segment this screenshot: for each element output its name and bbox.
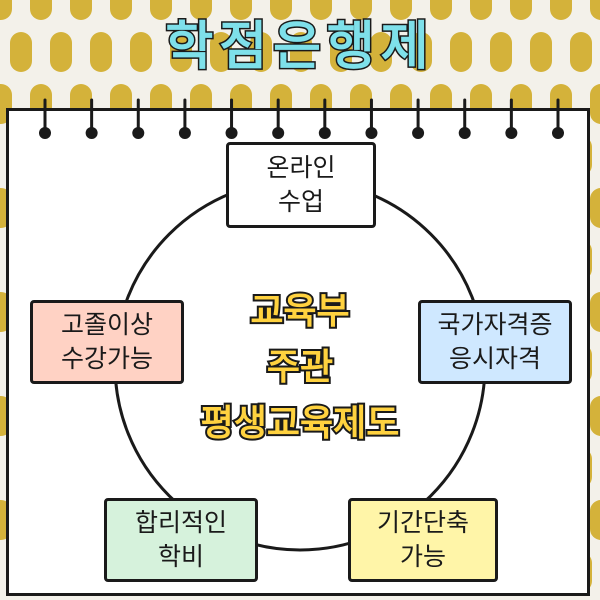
pattern-pill	[590, 292, 600, 332]
center-line1: 교육부	[248, 289, 351, 334]
node-highschool-line2: 수강가능	[60, 344, 153, 373]
pattern-pill	[510, 0, 532, 20]
node-tuition-line1: 합리적인	[134, 508, 227, 537]
node-online-line2: 수업	[277, 187, 324, 216]
pattern-pill	[90, 32, 112, 72]
pattern-pill	[310, 0, 332, 20]
pattern-pill	[0, 0, 12, 20]
node-tuition: 합리적인 학비	[104, 498, 258, 582]
pattern-pill	[330, 32, 352, 72]
page-title: 학점은행제	[164, 16, 435, 79]
pattern-pill	[590, 396, 600, 436]
pattern-pill	[50, 32, 72, 72]
pattern-pill	[130, 32, 152, 72]
node-online: 온라인 수업	[226, 142, 376, 228]
pattern-pill	[210, 32, 232, 72]
pattern-pill	[150, 0, 172, 20]
pattern-pill	[530, 32, 552, 72]
node-certificate: 국가자격증 응시자격	[418, 300, 572, 384]
pattern-pill	[70, 0, 92, 20]
node-tuition-line2: 학비	[157, 542, 204, 571]
node-period: 기간단축 가능	[348, 498, 498, 582]
node-highschool-line1: 고졸이상	[60, 310, 153, 339]
pattern-pill	[270, 0, 292, 20]
pattern-pill	[490, 32, 512, 72]
pattern-pill	[350, 0, 372, 20]
pattern-pill	[250, 32, 272, 72]
pattern-pill	[450, 32, 472, 72]
pattern-pill	[30, 0, 52, 20]
pattern-pill	[370, 32, 392, 72]
pattern-pill	[110, 0, 132, 20]
pattern-pill	[590, 0, 600, 20]
pattern-pill	[430, 0, 452, 20]
pattern-pill	[170, 32, 192, 72]
pattern-pill	[550, 0, 572, 20]
node-online-line1: 온라인	[266, 153, 336, 182]
center-heading: 교육부 주관 평생교육제도	[150, 284, 450, 452]
pattern-pill	[590, 188, 600, 228]
pattern-pill	[190, 0, 212, 20]
pattern-pill	[590, 84, 600, 124]
node-certificate-line1: 국가자격증	[437, 310, 553, 339]
pattern-pill	[230, 0, 252, 20]
pattern-pill	[410, 32, 432, 72]
pattern-pill	[570, 32, 592, 72]
node-period-line1: 기간단축	[376, 508, 469, 537]
node-highschool: 고졸이상 수강가능	[30, 300, 184, 384]
center-line3: 평생교육제도	[199, 401, 402, 446]
pattern-pill	[590, 500, 600, 540]
pattern-pill	[470, 0, 492, 20]
pattern-pill	[390, 0, 412, 20]
pattern-pill	[10, 32, 32, 72]
center-line2: 주관	[265, 345, 335, 390]
node-certificate-line2: 응시자격	[448, 344, 541, 373]
pattern-pill	[290, 32, 312, 72]
node-period-line2: 가능	[399, 542, 446, 571]
